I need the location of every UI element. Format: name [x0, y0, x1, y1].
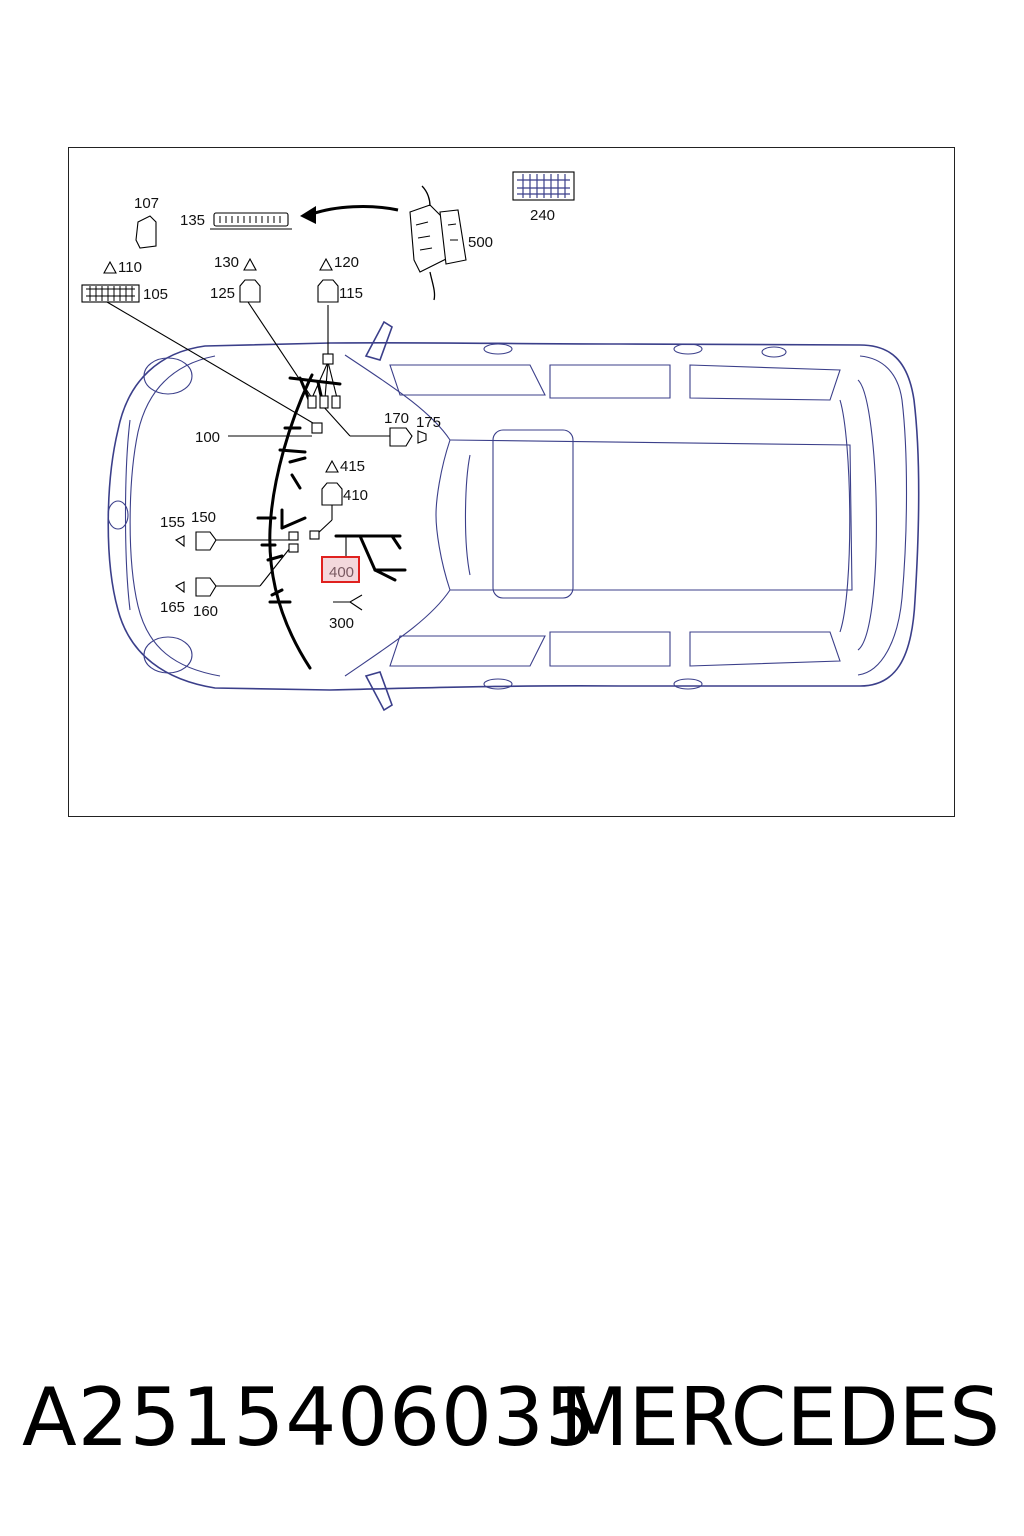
- housing-150: [195, 531, 217, 551]
- label-125: 125: [210, 285, 235, 302]
- label-130: 130: [214, 254, 239, 271]
- main-harness: [256, 373, 407, 670]
- label-300: 300: [329, 615, 354, 632]
- pin-155: [174, 535, 185, 548]
- terminal-130: [243, 257, 257, 271]
- housing-410: [321, 482, 343, 506]
- pin-175: [417, 430, 427, 444]
- connector-135-part: [210, 212, 292, 230]
- footer: A2515406035 MERCEDES: [0, 1372, 1024, 1472]
- housing-115: [317, 279, 339, 303]
- label-135: 135: [180, 212, 205, 229]
- bracket-500-part: [409, 185, 467, 301]
- label-150: 150: [191, 509, 216, 526]
- label-100: 100: [195, 429, 220, 446]
- label-105: 105: [143, 286, 168, 303]
- callout-labels: 107 135 110 105 130 125 120 115 500 240 …: [118, 195, 555, 632]
- wiring-diagram: 107 135 110 105 130 125 120 115 500 240 …: [81, 171, 920, 712]
- label-170: 170: [384, 410, 409, 427]
- connector-105-part: [81, 284, 140, 303]
- label-115: 115: [339, 285, 363, 302]
- label-155: 155: [160, 514, 185, 531]
- connectors: [81, 171, 575, 597]
- leader-lines: [106, 301, 392, 611]
- label-400: 400: [329, 564, 354, 581]
- label-160: 160: [193, 603, 218, 620]
- part-number: A2515406035: [22, 1371, 597, 1464]
- label-175: 175: [416, 414, 441, 431]
- label-120: 120: [334, 254, 359, 271]
- housing-170: [389, 427, 413, 447]
- brand-name: MERCEDES: [559, 1371, 1000, 1464]
- direction-arrow: [300, 205, 399, 224]
- label-410: 410: [343, 487, 368, 504]
- label-110: 110: [118, 259, 142, 276]
- label-415: 415: [340, 458, 365, 475]
- pin-165: [174, 581, 185, 594]
- housing-160: [195, 577, 217, 597]
- label-107: 107: [134, 195, 159, 212]
- terminal-120: [319, 257, 333, 271]
- label-500: 500: [468, 234, 493, 251]
- part-107: [135, 215, 157, 249]
- connector-240-part: [512, 171, 575, 201]
- label-165: 165: [160, 599, 185, 616]
- housing-125: [239, 279, 261, 303]
- terminal-415: [325, 459, 339, 473]
- diagram-frame: [68, 147, 955, 817]
- highlight-box-400: [321, 556, 360, 583]
- car-outline: [107, 320, 920, 712]
- terminal-110: [103, 260, 117, 274]
- label-240: 240: [530, 207, 555, 224]
